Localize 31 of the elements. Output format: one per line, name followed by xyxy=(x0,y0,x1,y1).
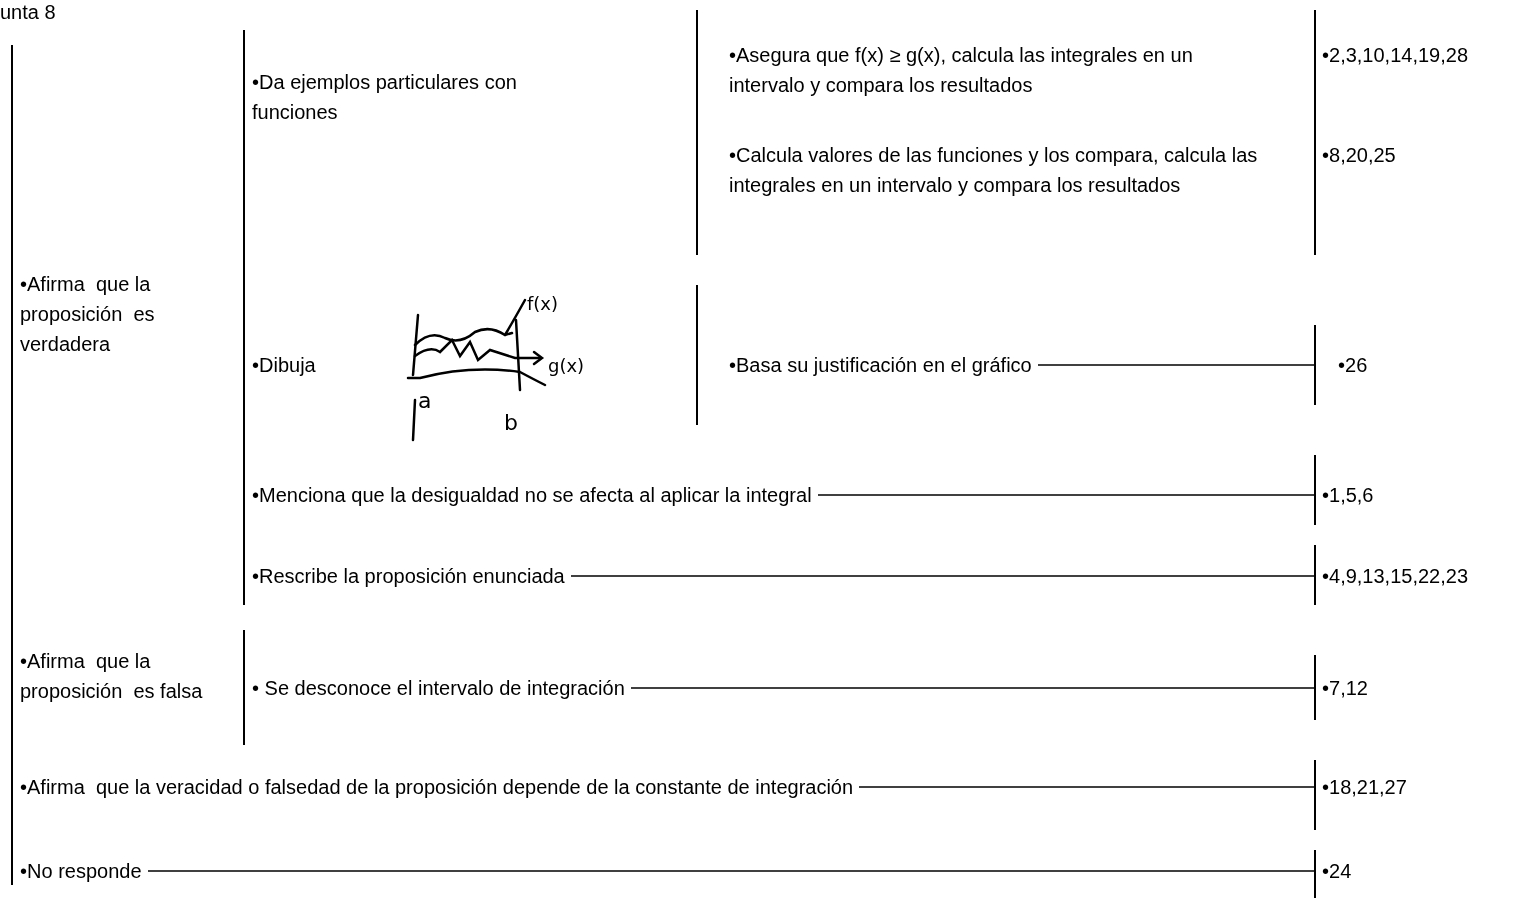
item-text: •2,3,10,14,19,28 xyxy=(1315,40,1468,70)
point-label: a xyxy=(418,388,432,413)
item-text: •Menciona que la desigualdad no se afecta al aplicar la integral xyxy=(252,480,812,510)
connector-line xyxy=(147,870,1316,872)
item-text: •Calcula valores de las funciones y los compara, calcula las integrales en un intervalo y compara los resultados xyxy=(729,140,1269,200)
item-text: •Afirma que la proposición es falsa xyxy=(20,646,220,706)
item-text: •8,20,25 xyxy=(1315,140,1396,170)
item-text: •24 xyxy=(1315,856,1352,886)
item-text: •7,12 xyxy=(1315,673,1368,703)
item-text: •Da ejemplos particulares con funciones xyxy=(252,67,592,127)
item-text: •Dibuja xyxy=(252,350,316,380)
item-text: •Afirma que la proposición es verdadera xyxy=(20,269,220,359)
connector-line xyxy=(630,687,1316,689)
heading-text: unta 8 xyxy=(0,0,56,24)
item-text: •18,21,27 xyxy=(1315,772,1407,802)
point-label: b xyxy=(504,410,518,435)
item-text: •26 xyxy=(1315,350,1368,380)
item-text: •Afirma que la veracidad o falsedad de la proposición depende de la constante de integración xyxy=(20,772,854,802)
item-text: •Rescribe la proposición enunciada xyxy=(252,561,565,591)
connector-line xyxy=(570,575,1316,577)
item-text: • Se desconoce el intervalo de integración xyxy=(252,673,625,703)
curve-label: g(x) xyxy=(548,355,585,376)
connector-line xyxy=(817,494,1316,496)
item-text: •No responde xyxy=(20,856,142,886)
connector-line xyxy=(1037,364,1316,366)
curve-label: f(x) xyxy=(527,293,559,314)
item-text: •Basa su justificación en el gráfico xyxy=(729,350,1032,380)
connector-line xyxy=(858,786,1316,788)
item-text: •1,5,6 xyxy=(1315,480,1374,510)
item-text: •Asegura que f(x) ≥ g(x), calcula las integrales en un intervalo y compara los resultados xyxy=(729,40,1269,100)
item-text: •4,9,13,15,22,23 xyxy=(1315,561,1468,591)
